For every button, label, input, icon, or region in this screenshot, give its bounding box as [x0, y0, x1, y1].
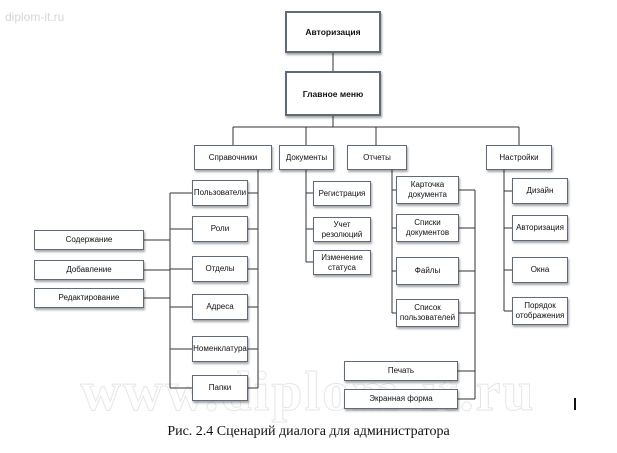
- node-display-order: Порядок отображения: [512, 297, 568, 325]
- node-folders: Папки: [192, 375, 248, 401]
- node-users: Пользователи: [192, 180, 248, 206]
- node-content: Содержание: [34, 230, 144, 250]
- node-addresses: Адреса: [192, 294, 248, 320]
- node-auth: Авторизация: [285, 11, 381, 53]
- node-main-menu: Главное меню: [285, 71, 381, 116]
- node-files: Файлы: [396, 257, 459, 285]
- text-cursor: [574, 398, 576, 410]
- node-roles: Роли: [192, 216, 248, 242]
- node-status-change: Изменение статуса: [313, 250, 371, 275]
- node-authorization: Авторизация: [512, 215, 568, 241]
- node-doc-card: Карточка документа: [396, 176, 459, 204]
- node-reports: Отчеты: [347, 145, 407, 170]
- figure-caption: Рис. 2.4 Сценарий диалога для администра…: [167, 424, 450, 439]
- node-screen-form: Экранная форма: [344, 389, 458, 409]
- node-resolutions: Учет резолюций: [313, 217, 371, 242]
- node-directories: Справочники: [194, 145, 272, 170]
- node-windows: Окна: [512, 257, 568, 283]
- node-design: Дизайн: [512, 178, 568, 204]
- node-departments: Отделы: [192, 256, 248, 282]
- node-edit: Редактирование: [34, 288, 144, 308]
- node-nomenclature: Номенклатура: [192, 336, 248, 362]
- node-add: Добавление: [34, 260, 144, 280]
- node-doc-lists: Списки документов: [396, 214, 459, 242]
- node-user-list: Список пользователей: [396, 299, 459, 327]
- node-settings: Настройки: [486, 145, 552, 170]
- node-documents: Документы: [279, 145, 334, 170]
- node-registration: Регистрация: [313, 181, 371, 206]
- watermark-site: diplom-it.ru: [5, 10, 65, 24]
- node-print: Печать: [344, 361, 458, 381]
